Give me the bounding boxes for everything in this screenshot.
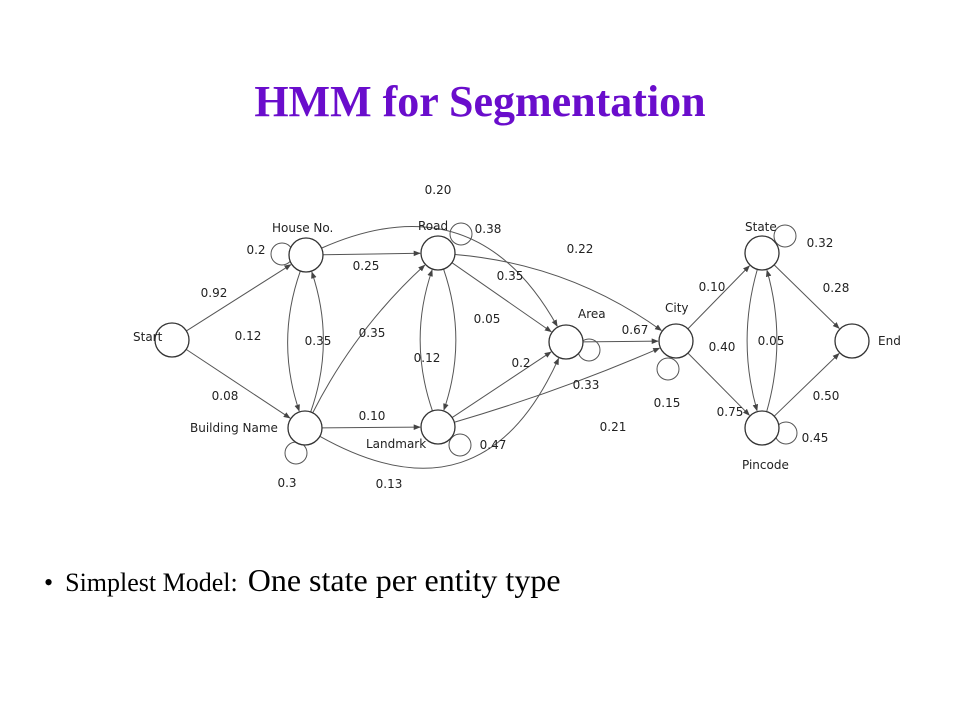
edge-landmark-to-city [454,347,661,423]
state-name-area: Area [578,307,606,321]
edge-landmark-to-road [419,269,433,412]
state-node-area [548,324,584,360]
prob-state-to-end: 0.28 [823,281,850,295]
edge-city-to-state [687,265,750,330]
prob-road-to-city: 0.22 [567,242,594,256]
prob-building-to-house: 0.12 [235,329,262,343]
state-name-state: State [745,220,777,234]
edge-building-to-road [312,264,426,414]
state-node-house [288,237,324,273]
edge-landmark-to-area [451,351,552,419]
prob-area-to-city: 0.67 [622,323,649,337]
bullet-main-text: One state per entity type [247,562,561,598]
state-node-start [154,322,190,358]
prob-building-to-landmark: 0.10 [359,409,386,423]
edge-building-to-area [319,357,560,469]
edge-road-to-area [451,262,552,333]
self-loop-landmark [448,433,472,457]
state-node-landmark [420,409,456,445]
edge-start-to-building [185,348,291,419]
edge-house-to-road [322,250,421,257]
prob-state-self: 0.32 [807,236,834,250]
edge-state-to-end [773,264,840,329]
prob-landmark-to-area: 0.2 [511,356,530,370]
prob-city-to-state: 0.10 [699,280,726,294]
edge-pincode-to-end [773,353,840,417]
edge-house-to-area [321,226,558,327]
prob-city-to-pincode: 0.75 [717,405,744,419]
prob-state-to-pincode: 0.40 [709,340,736,354]
prob-landmark-to-city: 0.21 [600,420,627,434]
edge-building-to-landmark [321,424,421,430]
bullet-point: • Simplest Model: One state per entity typ… [44,560,561,607]
prob-start-to-building: 0.08 [212,389,239,403]
prob-road-to-landmark: 0.05 [474,312,501,326]
state-node-building [287,410,323,446]
prob-pincode-to-state: 0.05 [758,334,785,348]
edge-road-to-city [454,253,662,331]
prob-house-self: 0.2 [246,243,265,257]
prob-pincode-to-end: 0.50 [813,389,840,403]
edge-road-to-landmark [443,268,457,411]
bullet-lead-text: Simplest Model: [65,568,238,597]
prob-landmark-to-road: 0.12 [414,351,441,365]
edge-building-to-house [310,271,324,413]
state-name-start: Start [133,330,163,344]
prob-road-self: 0.38 [475,222,502,236]
prob-house-to-road: 0.25 [353,259,380,273]
prob-building-self: 0.3 [277,476,296,490]
transition-edges [185,222,840,469]
slide-title: HMM for Segmentation [254,77,706,126]
self-loop-road [449,222,473,246]
state-node-city [658,323,694,359]
state-name-landmark: Landmark [366,437,426,451]
prob-road-to-area: 0.35 [497,269,524,283]
bullet-symbol: • [44,568,54,597]
state-node-road [420,235,456,271]
prob-landmark-self: 0.47 [480,438,507,452]
state-name-pincode: Pincode [742,458,789,472]
state-node-end [834,323,870,359]
state-node-state [744,235,780,271]
prob-house-to-area: 0.20 [425,183,452,197]
diagram-labels: 0.92 0.08 0.35 0.12 0.25 0.20 0.35 0.10 0.13 0.05… [133,183,901,491]
edge-area-to-city [582,338,659,345]
state-name-city: City [665,301,689,315]
prob-city-self: 0.15 [654,396,681,410]
prob-building-to-area: 0.13 [376,477,403,491]
state-name-road: Road [418,219,448,233]
prob-house-to-building: 0.35 [305,334,332,348]
edge-pincode-to-state [765,269,778,412]
state-nodes [154,235,870,446]
prob-building-to-road: 0.35 [359,326,386,340]
prob-area-self: 0.33 [573,378,600,392]
state-name-end: End [878,334,901,348]
state-node-pincode [744,410,780,446]
state-name-house: House No. [272,221,333,235]
prob-start-to-house: 0.92 [201,286,228,300]
edge-start-to-house [186,264,292,332]
self-loop-state [773,224,797,248]
edge-city-to-pincode [687,352,750,416]
state-name-building: Building Name [190,421,278,435]
edge-house-to-building [287,270,301,412]
prob-pincode-self: 0.45 [802,431,829,445]
self-loop-city [656,357,680,381]
edge-state-to-pincode [746,269,759,412]
